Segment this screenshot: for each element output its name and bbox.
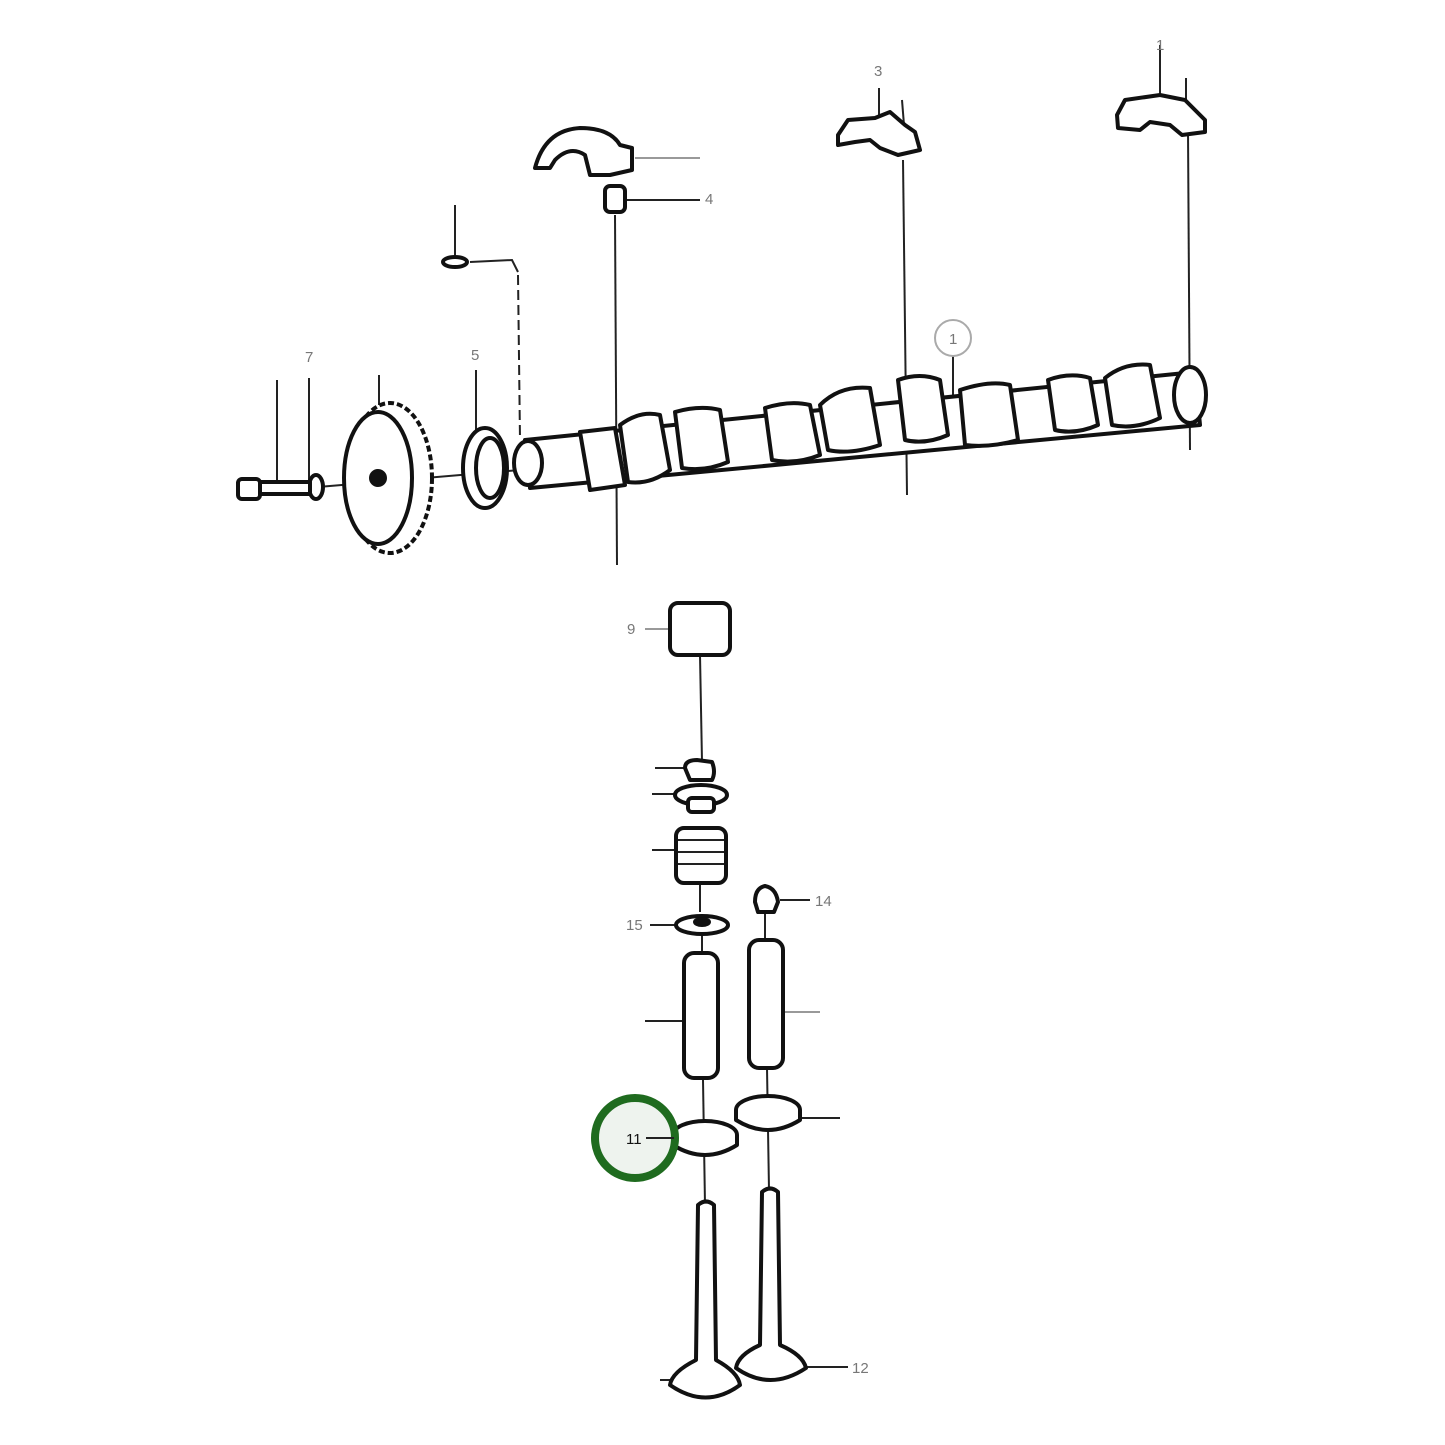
- camshaft: [512, 362, 1208, 492]
- callout-4: 4: [705, 191, 713, 208]
- leader-lines: [276, 45, 1191, 1381]
- valve-left: [668, 1199, 742, 1400]
- valve-seat-ring-right: [734, 1094, 802, 1132]
- callout-12: 12: [852, 1360, 869, 1377]
- callout-3: 3: [874, 63, 882, 80]
- valve-seat-ring-left: [671, 1119, 739, 1157]
- callout-14: 14: [815, 893, 832, 910]
- oil-seal: [461, 426, 509, 510]
- callout-1-circled: 1: [934, 319, 972, 357]
- valve-guide-left: [682, 951, 720, 1080]
- bolt: [236, 477, 312, 501]
- callout-7: 7: [305, 349, 313, 366]
- valve-right: [734, 1186, 808, 1382]
- callout-1-top: 1: [1156, 37, 1164, 54]
- bearing-cap-large: [533, 126, 634, 177]
- valve-guide-right: [747, 938, 785, 1070]
- bearing-cap-right: [1115, 93, 1207, 137]
- valve-spring: [674, 826, 728, 885]
- valve-stem-seal: [753, 884, 780, 914]
- callout-9: 9: [627, 621, 635, 638]
- spring-seat: [674, 914, 730, 936]
- callout-5: 5: [471, 347, 479, 364]
- bearing-cap-middle: [836, 110, 922, 157]
- svg-text:1: 1: [949, 331, 957, 348]
- spring-retainer: [673, 783, 729, 814]
- o-ring: [441, 255, 469, 269]
- tappet: [668, 601, 732, 657]
- valve-cotters: [683, 758, 716, 782]
- callout-11: 11: [626, 1131, 642, 1148]
- camshaft-sprocket: [342, 401, 434, 555]
- callout-15: 15: [626, 917, 643, 934]
- dowel-sleeve: [603, 184, 627, 214]
- highlight-circle: [591, 1094, 679, 1182]
